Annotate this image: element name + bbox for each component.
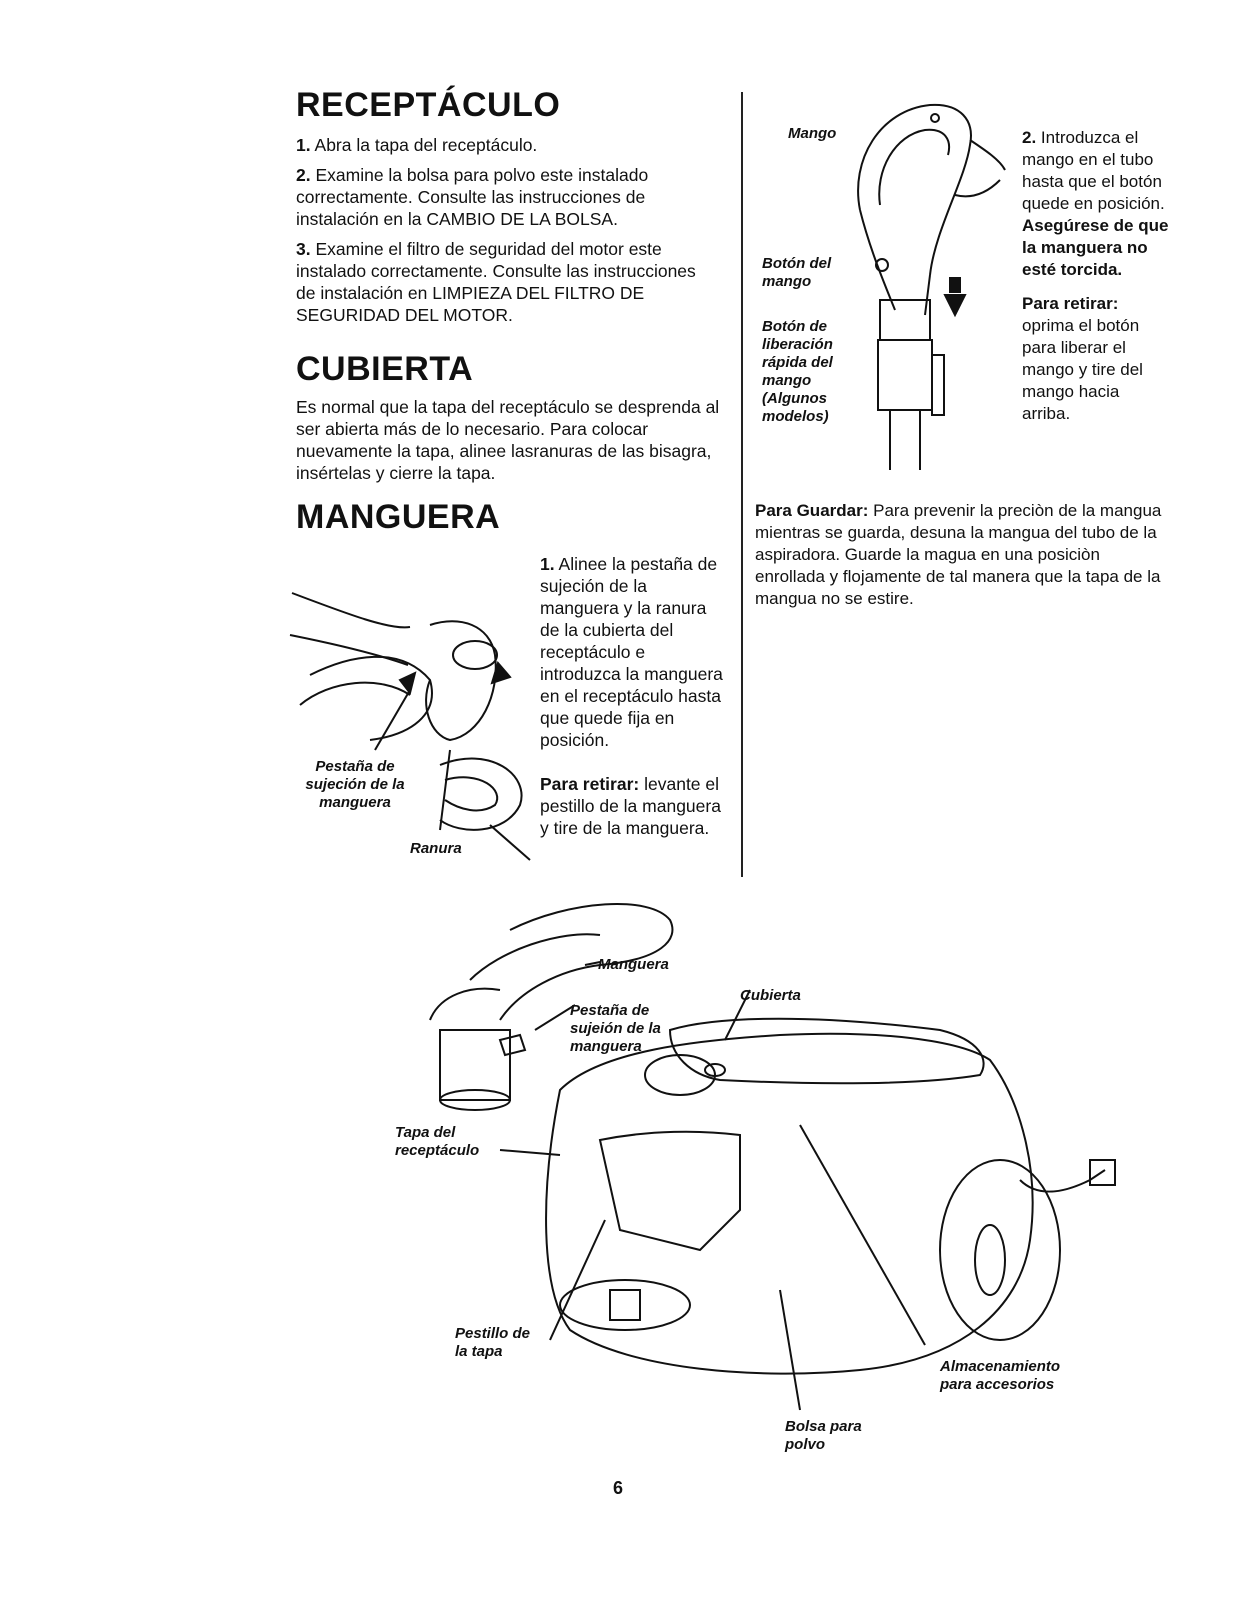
receptaculo-step-2: 2. Examine la bolsa para polvo este inst…: [296, 165, 649, 229]
label-almacenamiento: Almacenamiento para accesorios: [940, 1358, 1061, 1393]
page-number: 6: [613, 1478, 624, 1498]
label-cubierta: Cubierta: [740, 987, 801, 1004]
receptaculo-steps: 1. Abra la tapa del receptáculo. 2. Exam…: [296, 134, 716, 334]
label-tapa: Tapa del receptáculo: [395, 1124, 480, 1159]
label-pestana: Pestaña de sujeión de la manguera: [570, 1002, 661, 1055]
mango-steps: 2. Introduzca el mango en el tubo hasta …: [1022, 127, 1172, 433]
manguera-steps: 1. Alinee la pestaña de sujeción de la m…: [540, 553, 730, 847]
heading-cubierta: CUBIERTA: [296, 350, 474, 388]
cubierta-text: Es normal que la tapa del receptáculo se…: [296, 397, 720, 483]
receptaculo-step-1: 1. Abra la tapa del receptáculo.: [296, 135, 538, 155]
label-mango: Mango: [788, 125, 837, 142]
label-bolsa: Bolsa para polvo: [785, 1418, 862, 1453]
heading-receptaculo: RECEPTÁCULO: [296, 86, 561, 124]
vacuum-diagram: [429, 902, 1116, 1411]
guardar-text: Para Guardar: Para prevenir la preciòn d…: [755, 501, 1162, 608]
mango-remove: Para retirar: oprima el botón para liber…: [1022, 294, 1143, 423]
receptaculo-step-3: 3. Examine el filtro de seguridad del mo…: [296, 239, 696, 325]
manguera-step-1: 1. Alinee la pestaña de sujeción de la m…: [540, 554, 723, 750]
heading-manguera: MANGUERA: [296, 498, 501, 536]
label-manguera: Manguera: [598, 956, 669, 973]
mango-step-2: 2. Introduzca el mango en el tubo hasta …: [1022, 128, 1169, 279]
label-tab: Pestaña de sujeción de la manguera: [305, 758, 405, 811]
label-boton-liberacion: Botón de liberación rápida del mango (Al…: [762, 318, 833, 425]
manguera-remove: Para retirar: levante el pestillo de la …: [540, 774, 721, 838]
hose-insertion-illustration: [289, 592, 531, 861]
label-boton-mango: Botón del mango: [762, 255, 832, 290]
label-pestillo: Pestillo de la tapa: [455, 1325, 531, 1360]
column-divider: [741, 92, 743, 877]
label-slot: Ranura: [410, 840, 462, 857]
handle-illustration: [857, 103, 1006, 470]
